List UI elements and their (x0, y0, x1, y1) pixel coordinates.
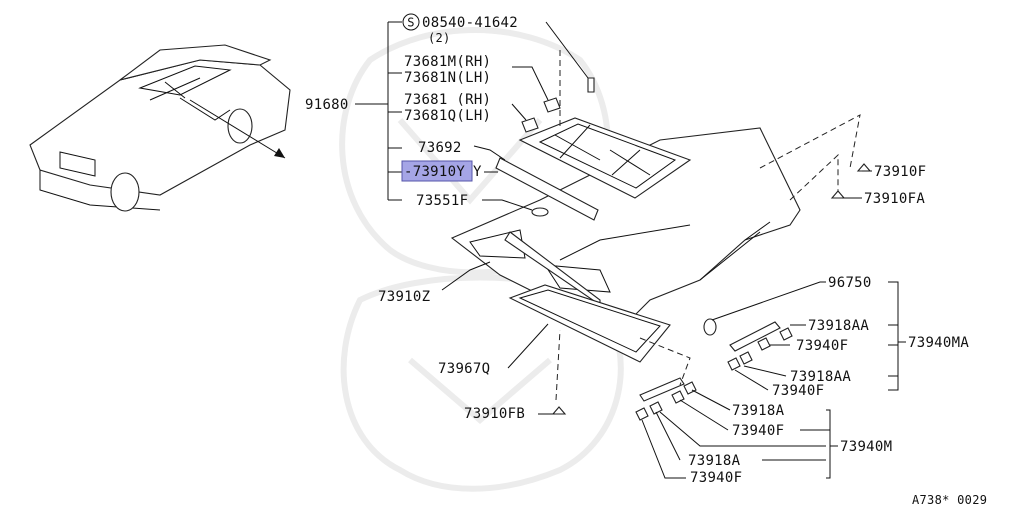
dashed-guides (555, 48, 861, 401)
svg-text:S: S (407, 16, 415, 30)
label-73940f-3: 73940F (732, 423, 784, 439)
label-73940ma: 73940MA (908, 335, 969, 351)
label-73940f-2: 73940F (772, 383, 824, 399)
label-96750: 96750 (828, 275, 872, 291)
label-73940f-4: 73940F (690, 470, 742, 486)
label-73918a-2: 73918A (688, 453, 741, 469)
highlight-box (401, 160, 473, 182)
label-73918aa-1: 73918AA (808, 318, 869, 334)
label-73910fa: 73910FA (864, 191, 925, 207)
car-overview-drawing (29, 44, 291, 212)
label-73910y-suffix: Y (473, 164, 482, 180)
label-screw-qty: (2) (428, 31, 451, 45)
label-hinge-n: 73681N(LH) (404, 70, 491, 86)
part-labels: 08540-41642 (2) 73681M(RH) 73681N(LH) 73… (305, 15, 987, 507)
headlining-panel (450, 117, 801, 331)
label-73918a-1: 73918A (732, 403, 785, 419)
label-73910y: -73910Y (404, 164, 465, 180)
label-73551f: 73551F (416, 193, 468, 209)
circled-s-icon: S (402, 13, 420, 31)
label-73910z: 73910Z (378, 289, 430, 305)
label-hinge-m: 73681M(RH) (404, 54, 491, 70)
label-73967q: 73967Q (438, 361, 490, 377)
label-73940f-1: 73940F (796, 338, 848, 354)
label-73918aa-2: 73918AA (790, 369, 851, 385)
label-73910fb: 73910FB (464, 406, 525, 422)
leader-lines (355, 21, 906, 479)
sunroof-seal (508, 284, 671, 363)
label-screw-part: 08540-41642 (422, 15, 518, 31)
label-73940m: 73940M (840, 439, 892, 455)
label-hinge-rh: 73681 (RH) (404, 92, 491, 108)
label-hinge-q: 73681Q(LH) (404, 108, 491, 124)
diagram-code: A738* 0029 (912, 493, 987, 507)
label-73692: 73692 (418, 140, 462, 156)
label-assy: 91680 (305, 97, 349, 113)
label-73910f: 73910F (874, 164, 926, 180)
